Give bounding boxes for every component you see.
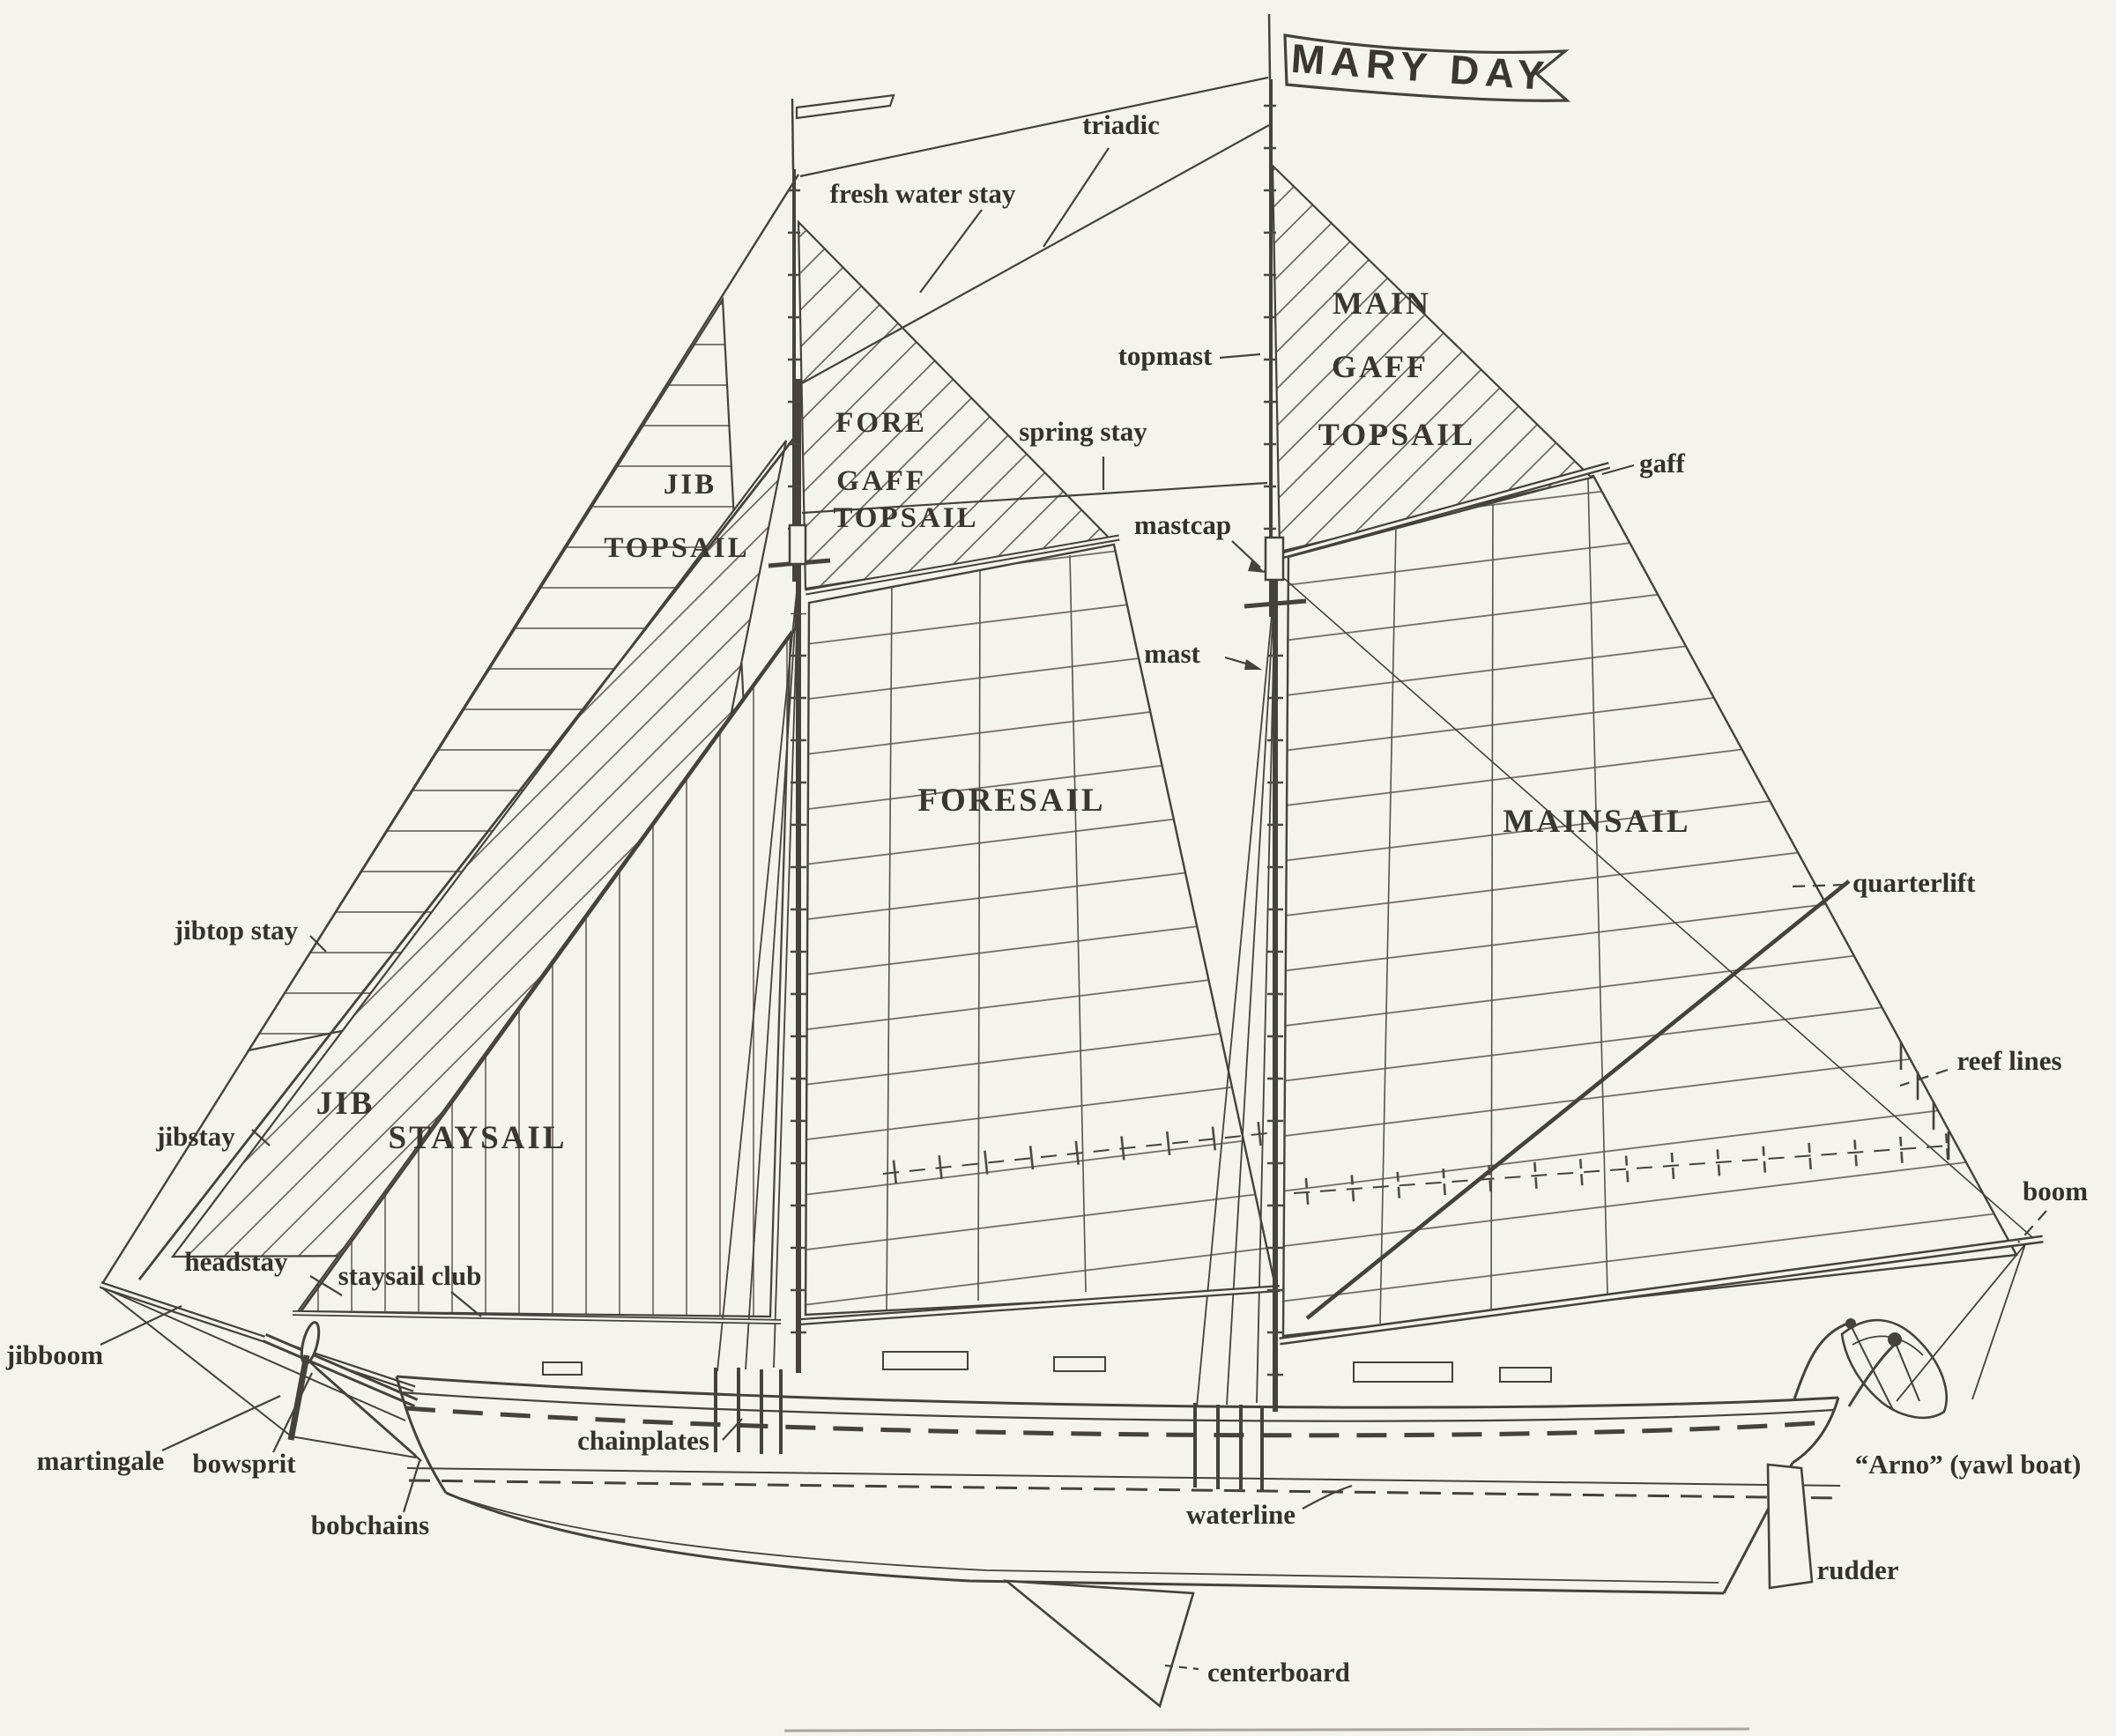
label-main-gaff-topsail-2: GAFF xyxy=(1332,349,1429,384)
hull-group xyxy=(395,1351,1841,1709)
spars-group xyxy=(99,462,2044,1441)
rigging-group xyxy=(99,76,2033,1462)
label-main-gaff-topsail-3: TOPSAIL xyxy=(1318,417,1475,452)
foresail-shape xyxy=(804,543,1278,1317)
label-headstay: headstay xyxy=(184,1246,288,1277)
label-jibstay: jibstay xyxy=(155,1121,235,1152)
label-fresh-water-stay: fresh water stay xyxy=(830,178,1016,209)
label-fore-gaff-topsail-1: FORE xyxy=(835,407,927,439)
part-labels: triadic fresh water stay topmast gaff sp… xyxy=(5,109,2088,1688)
label-quarterlift: quarterlift xyxy=(1852,867,1976,898)
chainplates-fore xyxy=(714,1368,783,1454)
label-centerboard: centerboard xyxy=(1207,1657,1350,1688)
label-main-gaff-topsail-1: MAIN xyxy=(1333,286,1431,321)
label-reef-lines: reef lines xyxy=(1956,1045,2061,1076)
sail-name-labels: JIB TOPSAIL FORE GAFF TOPSAIL MAIN GAFF … xyxy=(316,286,1690,1156)
label-fore-gaff-topsail-2: GAFF xyxy=(836,465,926,497)
name-banner xyxy=(1283,33,1571,102)
label-jibboom: jibboom xyxy=(5,1339,103,1370)
label-fore-gaff-topsail-3: TOPSAIL xyxy=(833,502,978,534)
label-spring-stay: spring stay xyxy=(1019,416,1147,447)
reef-bands xyxy=(882,1042,1950,1206)
label-yawl-boat: “Arno” (yawl boat) xyxy=(1855,1449,2082,1480)
leader-lines xyxy=(100,147,2047,1671)
label-bobchains: bobchains xyxy=(311,1510,429,1540)
label-mainsail: MAINSAIL xyxy=(1503,804,1690,840)
label-triadic: triadic xyxy=(1082,109,1160,140)
chainplates-main xyxy=(1193,1403,1264,1491)
label-staysail: STAYSAIL xyxy=(389,1120,568,1156)
label-chainplates: chainplates xyxy=(577,1425,709,1456)
centerboard-shape xyxy=(1003,1579,1195,1709)
label-jib-topsail-1: JIB xyxy=(664,469,716,501)
deck-structures xyxy=(542,1351,1552,1383)
yawl-boat-group xyxy=(1793,1318,1948,1420)
label-jibtop-stay: jibtop stay xyxy=(174,915,299,946)
mainsail-shape xyxy=(1281,474,2018,1338)
label-boom: boom xyxy=(2023,1176,2088,1206)
label-staysail-club: staysail club xyxy=(338,1260,482,1291)
label-jib: JIB xyxy=(316,1086,375,1122)
fore-pennant xyxy=(795,93,895,120)
label-waterline: waterline xyxy=(1186,1499,1296,1530)
label-mastcap: mastcap xyxy=(1134,509,1231,540)
masts-group xyxy=(768,13,1307,1412)
label-foresail: FORESAIL xyxy=(917,783,1105,819)
label-bowsprit: bowsprit xyxy=(192,1448,296,1479)
flags-group: MARY DAY xyxy=(795,33,1571,120)
main-gaff-topsail-shape xyxy=(1271,163,1594,553)
label-topmast: topmast xyxy=(1118,340,1213,371)
label-mast: mast xyxy=(1144,638,1200,669)
rudder-shape xyxy=(1766,1463,1814,1590)
label-jib-topsail-2: TOPSAIL xyxy=(604,532,749,564)
label-rudder: rudder xyxy=(1817,1554,1899,1585)
scan-edge-artifact xyxy=(783,1727,1750,1732)
label-martingale: martingale xyxy=(37,1445,165,1476)
label-gaff: gaff xyxy=(1639,448,1685,479)
